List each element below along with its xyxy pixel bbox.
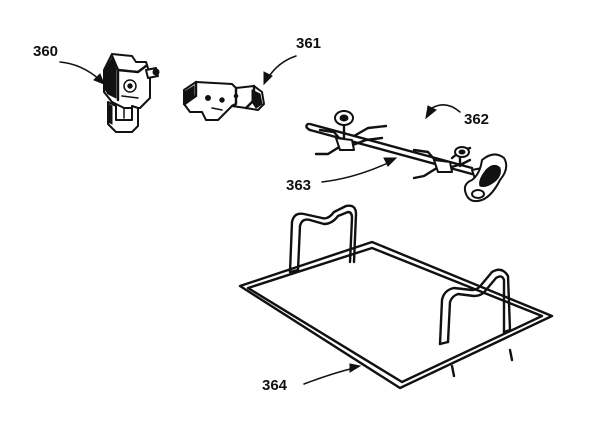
- reference-label-360: 360: [33, 43, 58, 60]
- reference-label-362: 362: [464, 111, 489, 128]
- rotisserie-motor: [103, 53, 160, 133]
- reference-label-361: 361: [296, 35, 321, 52]
- spit-handle: [463, 153, 508, 203]
- leader-arrows: [59, 55, 461, 385]
- reference-label-363: 363: [286, 177, 311, 194]
- spit-forks: [314, 110, 472, 180]
- mounting-bracket: [182, 80, 265, 121]
- wire-rack: [238, 204, 554, 390]
- reference-label-364: 364: [262, 377, 288, 394]
